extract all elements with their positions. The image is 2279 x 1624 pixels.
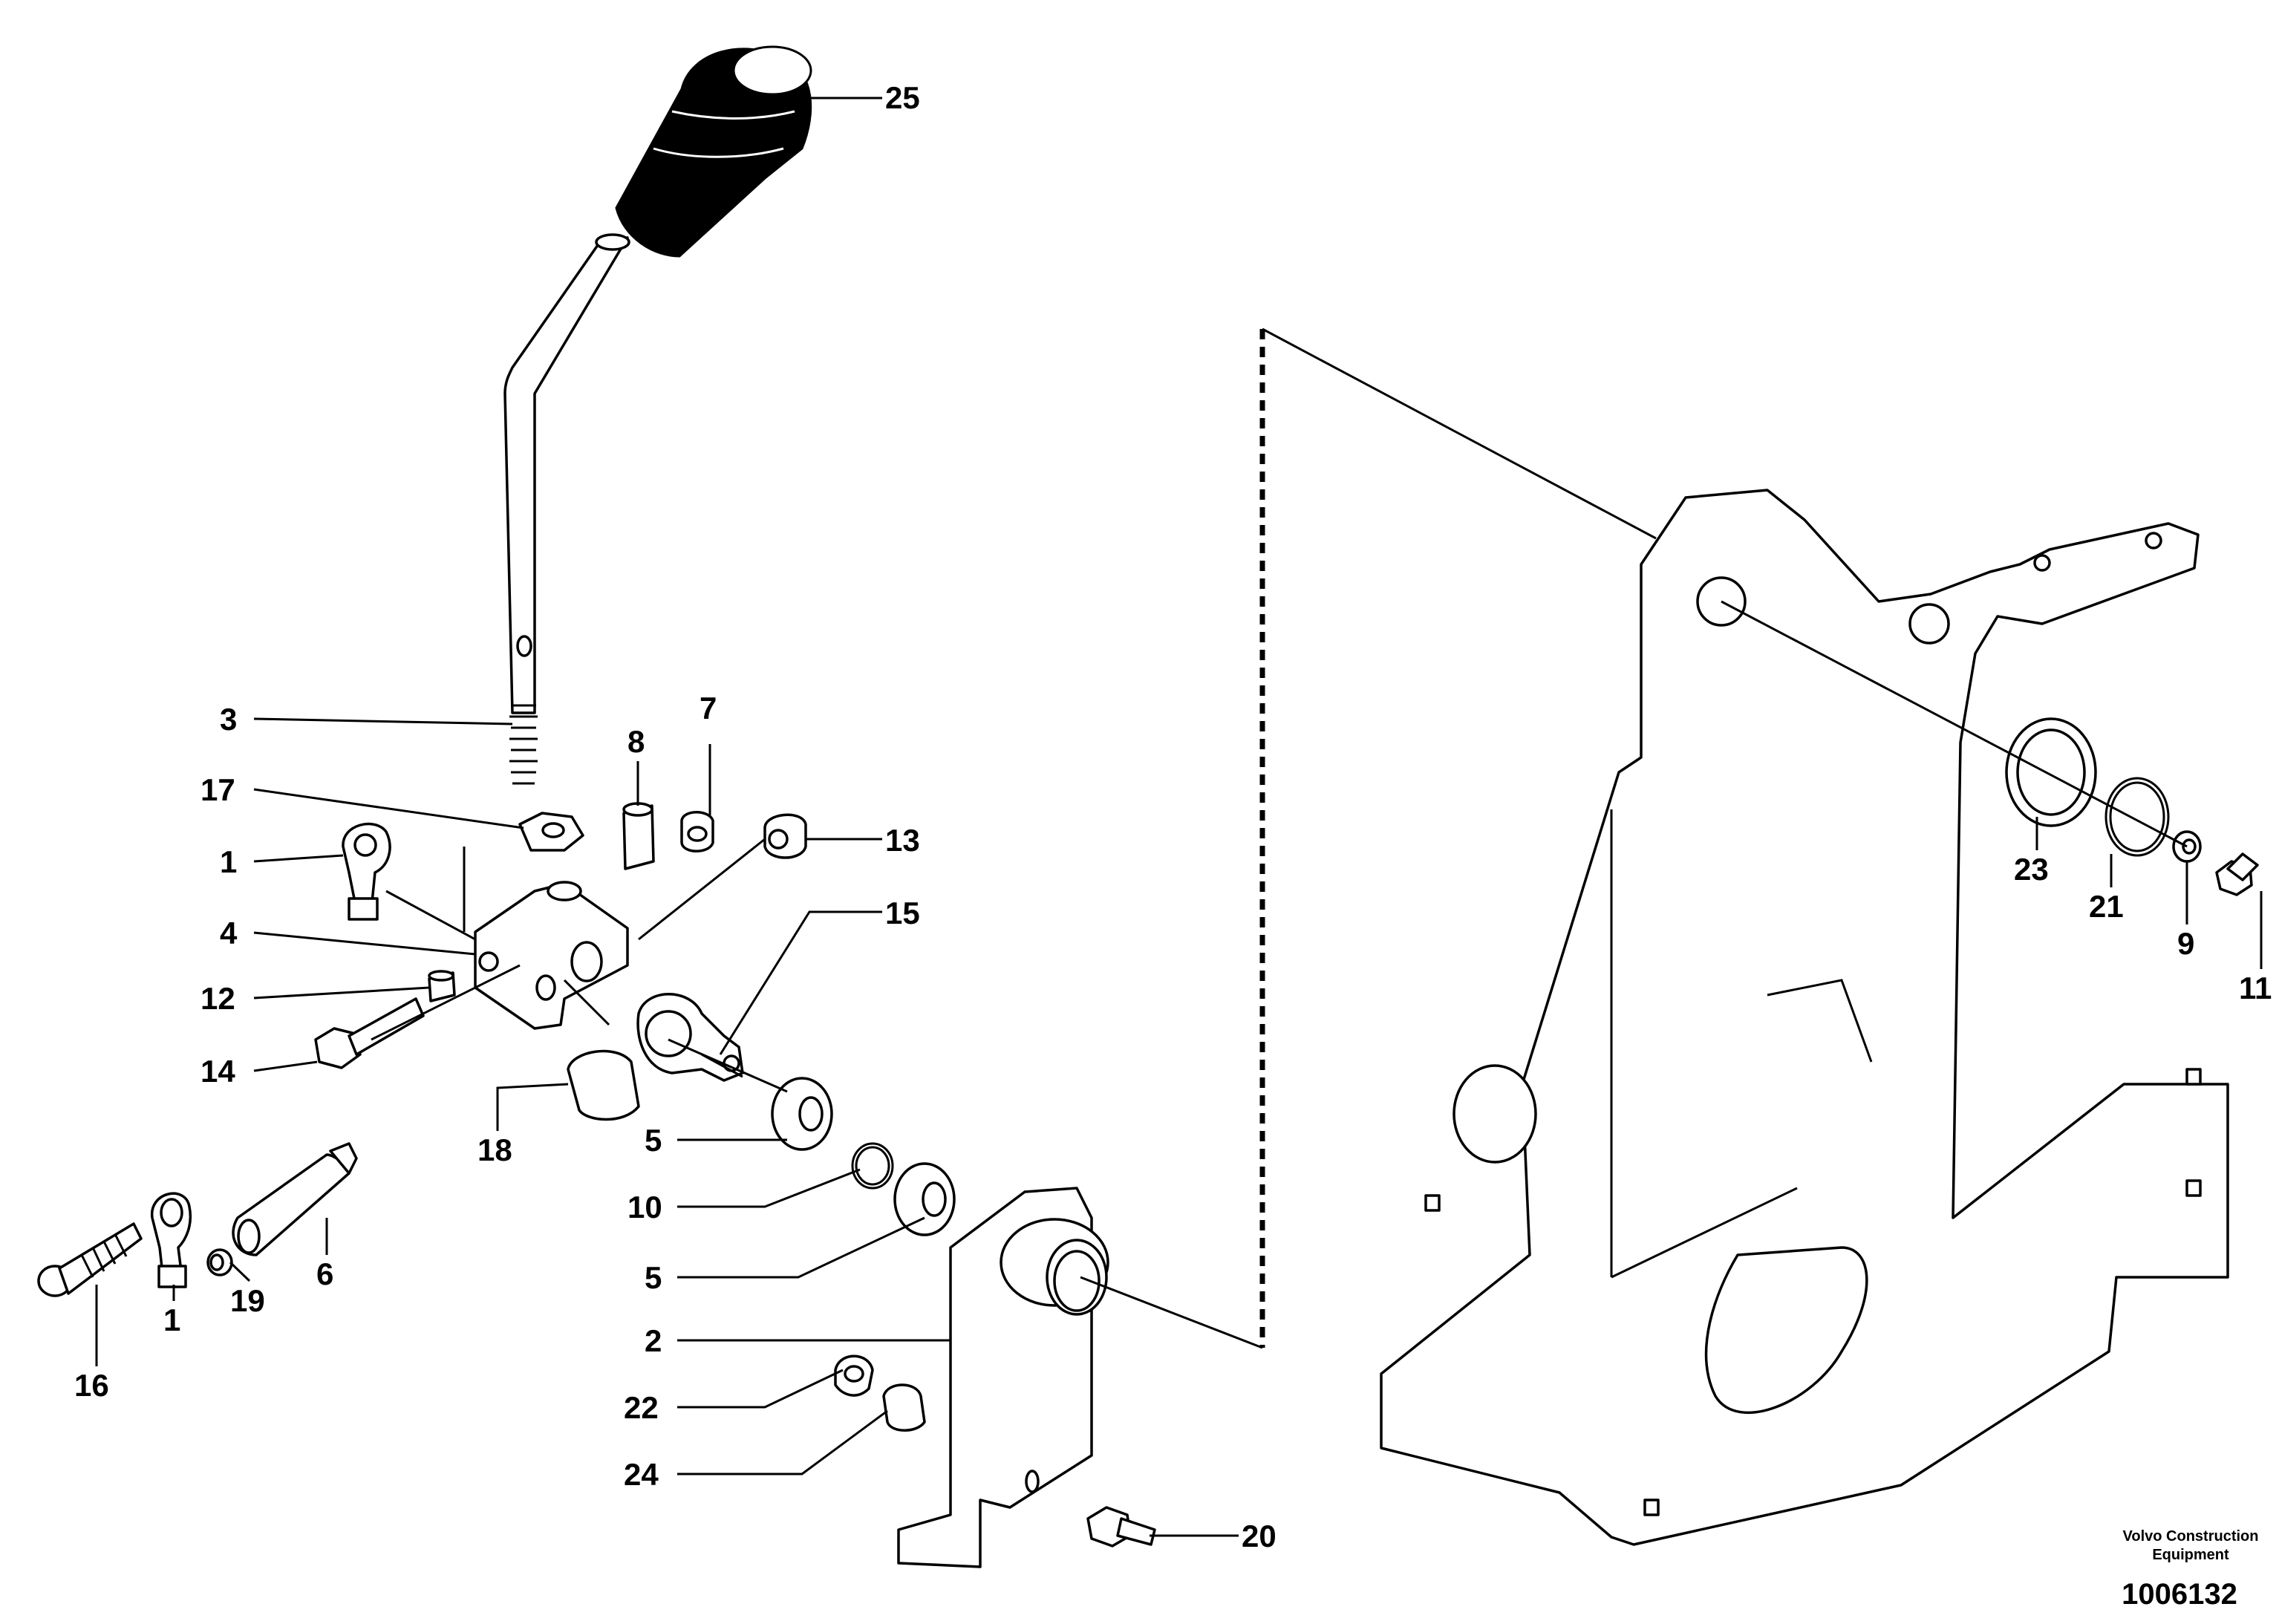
- rod-end-1-top: [342, 822, 391, 921]
- callout-12: 12: [200, 981, 235, 1016]
- callout-2: 2: [645, 1323, 662, 1358]
- main-frame: [1380, 489, 2229, 1546]
- lever-rod: [503, 233, 630, 785]
- callout-14: 14: [200, 1054, 235, 1089]
- callout-6: 6: [316, 1256, 333, 1291]
- callout-8: 8: [627, 724, 645, 759]
- callout-21: 21: [2089, 889, 2124, 924]
- callout-19: 19: [230, 1283, 265, 1318]
- brand-line-1: Volvo Construction: [2123, 1528, 2259, 1545]
- callout-16: 16: [74, 1368, 109, 1403]
- bushing-7: [680, 811, 714, 852]
- callout-23: 23: [2014, 852, 2049, 887]
- callout-3: 3: [220, 702, 237, 737]
- callout-24: 24: [624, 1457, 659, 1492]
- callout-labels: 25 3 17 1 4 12 14 8 7 13 15 18 5 10 5 6 …: [74, 80, 2272, 1553]
- rod-end-1-bottom: [151, 1192, 192, 1288]
- ball-joint-15: [636, 993, 744, 1082]
- washer-5-bottom: [893, 1162, 956, 1236]
- washer-5-top: [771, 1077, 833, 1151]
- bolt-14: [314, 997, 425, 1069]
- callout-13: 13: [885, 823, 920, 858]
- spacer-24: [882, 1383, 926, 1432]
- drawing-number: 1006132: [2122, 1578, 2237, 1611]
- nut-17: [518, 812, 584, 852]
- bolt-20: [1086, 1506, 1156, 1548]
- callout-18: 18: [477, 1132, 512, 1167]
- callout-1-top: 1: [220, 844, 237, 879]
- washer-19: [206, 1248, 233, 1276]
- bushing-13: [763, 813, 807, 859]
- bushing-18: [567, 1049, 640, 1121]
- callout-20: 20: [1242, 1519, 1277, 1553]
- lever-knob: [615, 45, 812, 258]
- bracket-2: [897, 1187, 1109, 1568]
- callout-15: 15: [885, 896, 920, 930]
- fork-4: [474, 881, 629, 1030]
- bushing-22: [834, 1354, 874, 1397]
- washer-23: [2005, 717, 2097, 827]
- spacer-12: [428, 970, 456, 1002]
- snap-ring-10: [851, 1142, 894, 1190]
- pin-6: [232, 1142, 358, 1256]
- brand-line-2: Equipment: [2152, 1547, 2229, 1563]
- assembly-lines: [371, 327, 2188, 1349]
- callout-10: 10: [627, 1190, 662, 1224]
- callout-5-bottom: 5: [645, 1260, 662, 1295]
- callout-5-top: 5: [645, 1123, 662, 1158]
- callout-11: 11: [2239, 971, 2272, 1005]
- callout-7: 7: [700, 691, 717, 725]
- callout-9: 9: [2177, 926, 2194, 961]
- callout-25: 25: [885, 80, 920, 115]
- callout-4: 4: [220, 916, 238, 950]
- leader-lines: [95, 97, 2263, 1537]
- pin-8: [622, 802, 655, 870]
- bolt-11: [2215, 852, 2259, 896]
- callout-22: 22: [624, 1390, 659, 1425]
- bolt-16: [37, 1222, 143, 1297]
- callout-1-bottom: 1: [163, 1302, 180, 1337]
- callout-17: 17: [200, 772, 235, 807]
- circlip-21: [2104, 777, 2170, 857]
